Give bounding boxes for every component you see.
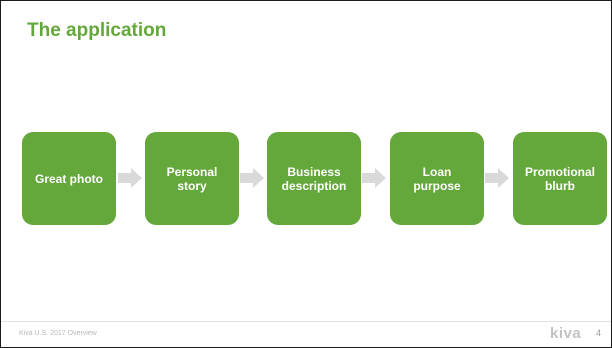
right-arrow-icon — [240, 168, 264, 188]
step-loan-purpose: Loan purpose — [390, 132, 484, 225]
page-number: 4 — [596, 328, 602, 338]
right-arrow-icon — [118, 168, 142, 188]
right-arrow-icon — [485, 168, 509, 188]
step-personal-story: Personal story — [145, 132, 239, 225]
footer-text: Kiva U.S. 2017 Overview — [19, 330, 97, 337]
step-promotional-blurb: Promotional blurb — [513, 132, 607, 225]
step-business-description: Business description — [267, 132, 361, 225]
slide-title: The application — [27, 20, 167, 41]
footer-divider — [1, 321, 611, 322]
right-arrow-icon — [362, 168, 386, 188]
step-great-photo: Great photo — [22, 132, 116, 225]
process-flow: Great photo Personal story Business desc… — [22, 132, 607, 225]
kiva-logo: kiva — [550, 325, 582, 342]
